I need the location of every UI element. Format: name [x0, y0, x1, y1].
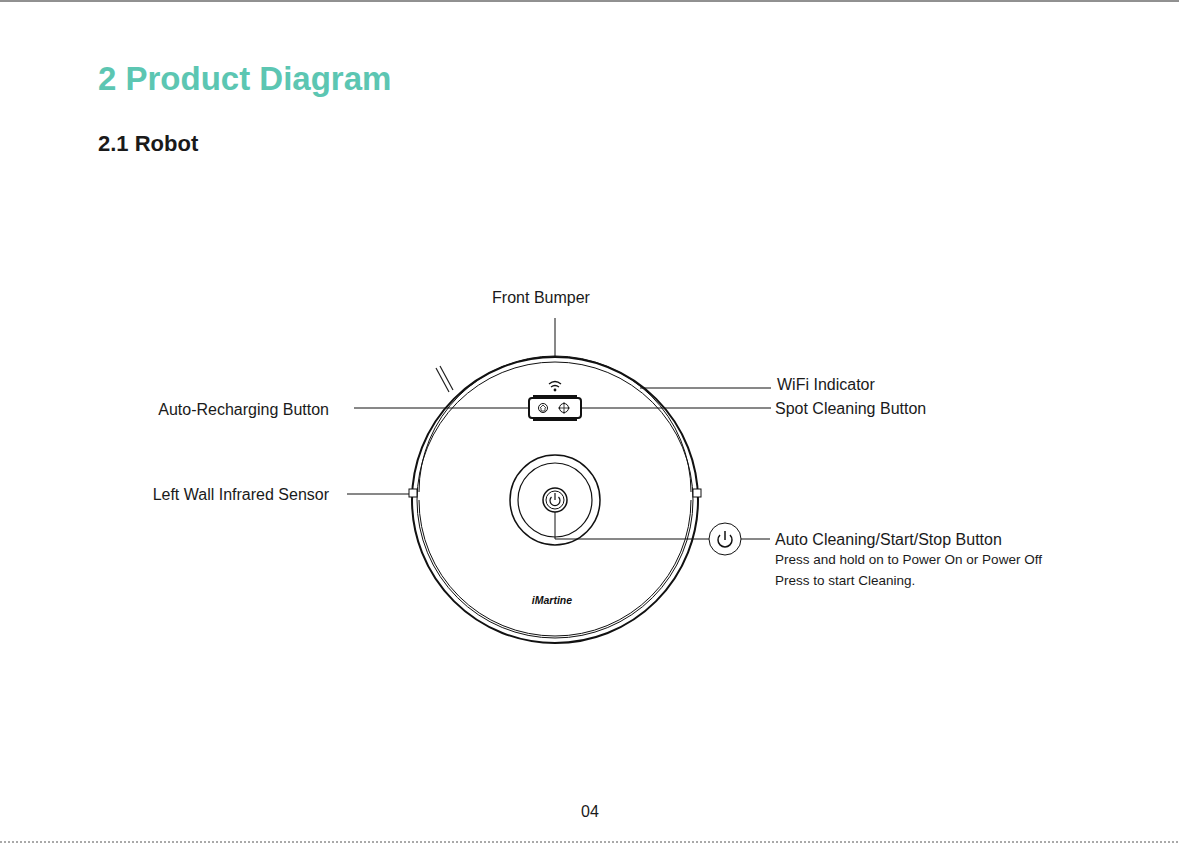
- part-label: Front Bumper: [492, 289, 590, 307]
- part-label: Auto-Recharging Button: [158, 401, 329, 419]
- note-text: Press to start Cleaning.: [775, 573, 915, 589]
- brand-logo: iMartine: [532, 594, 572, 606]
- part-label: Auto Cleaning/Start/Stop Button: [775, 531, 1002, 549]
- page-number: 04: [581, 803, 599, 821]
- note-text: Press and hold on to Power On or Power O…: [775, 552, 1042, 568]
- part-label: Spot Cleaning Button: [775, 400, 926, 418]
- part-label: WiFi Indicator: [777, 376, 875, 394]
- section-heading: 2.1 Robot: [98, 131, 198, 156]
- part-label: Left Wall Infrared Sensor: [153, 486, 329, 504]
- page-title: 2 Product Diagram: [98, 60, 391, 98]
